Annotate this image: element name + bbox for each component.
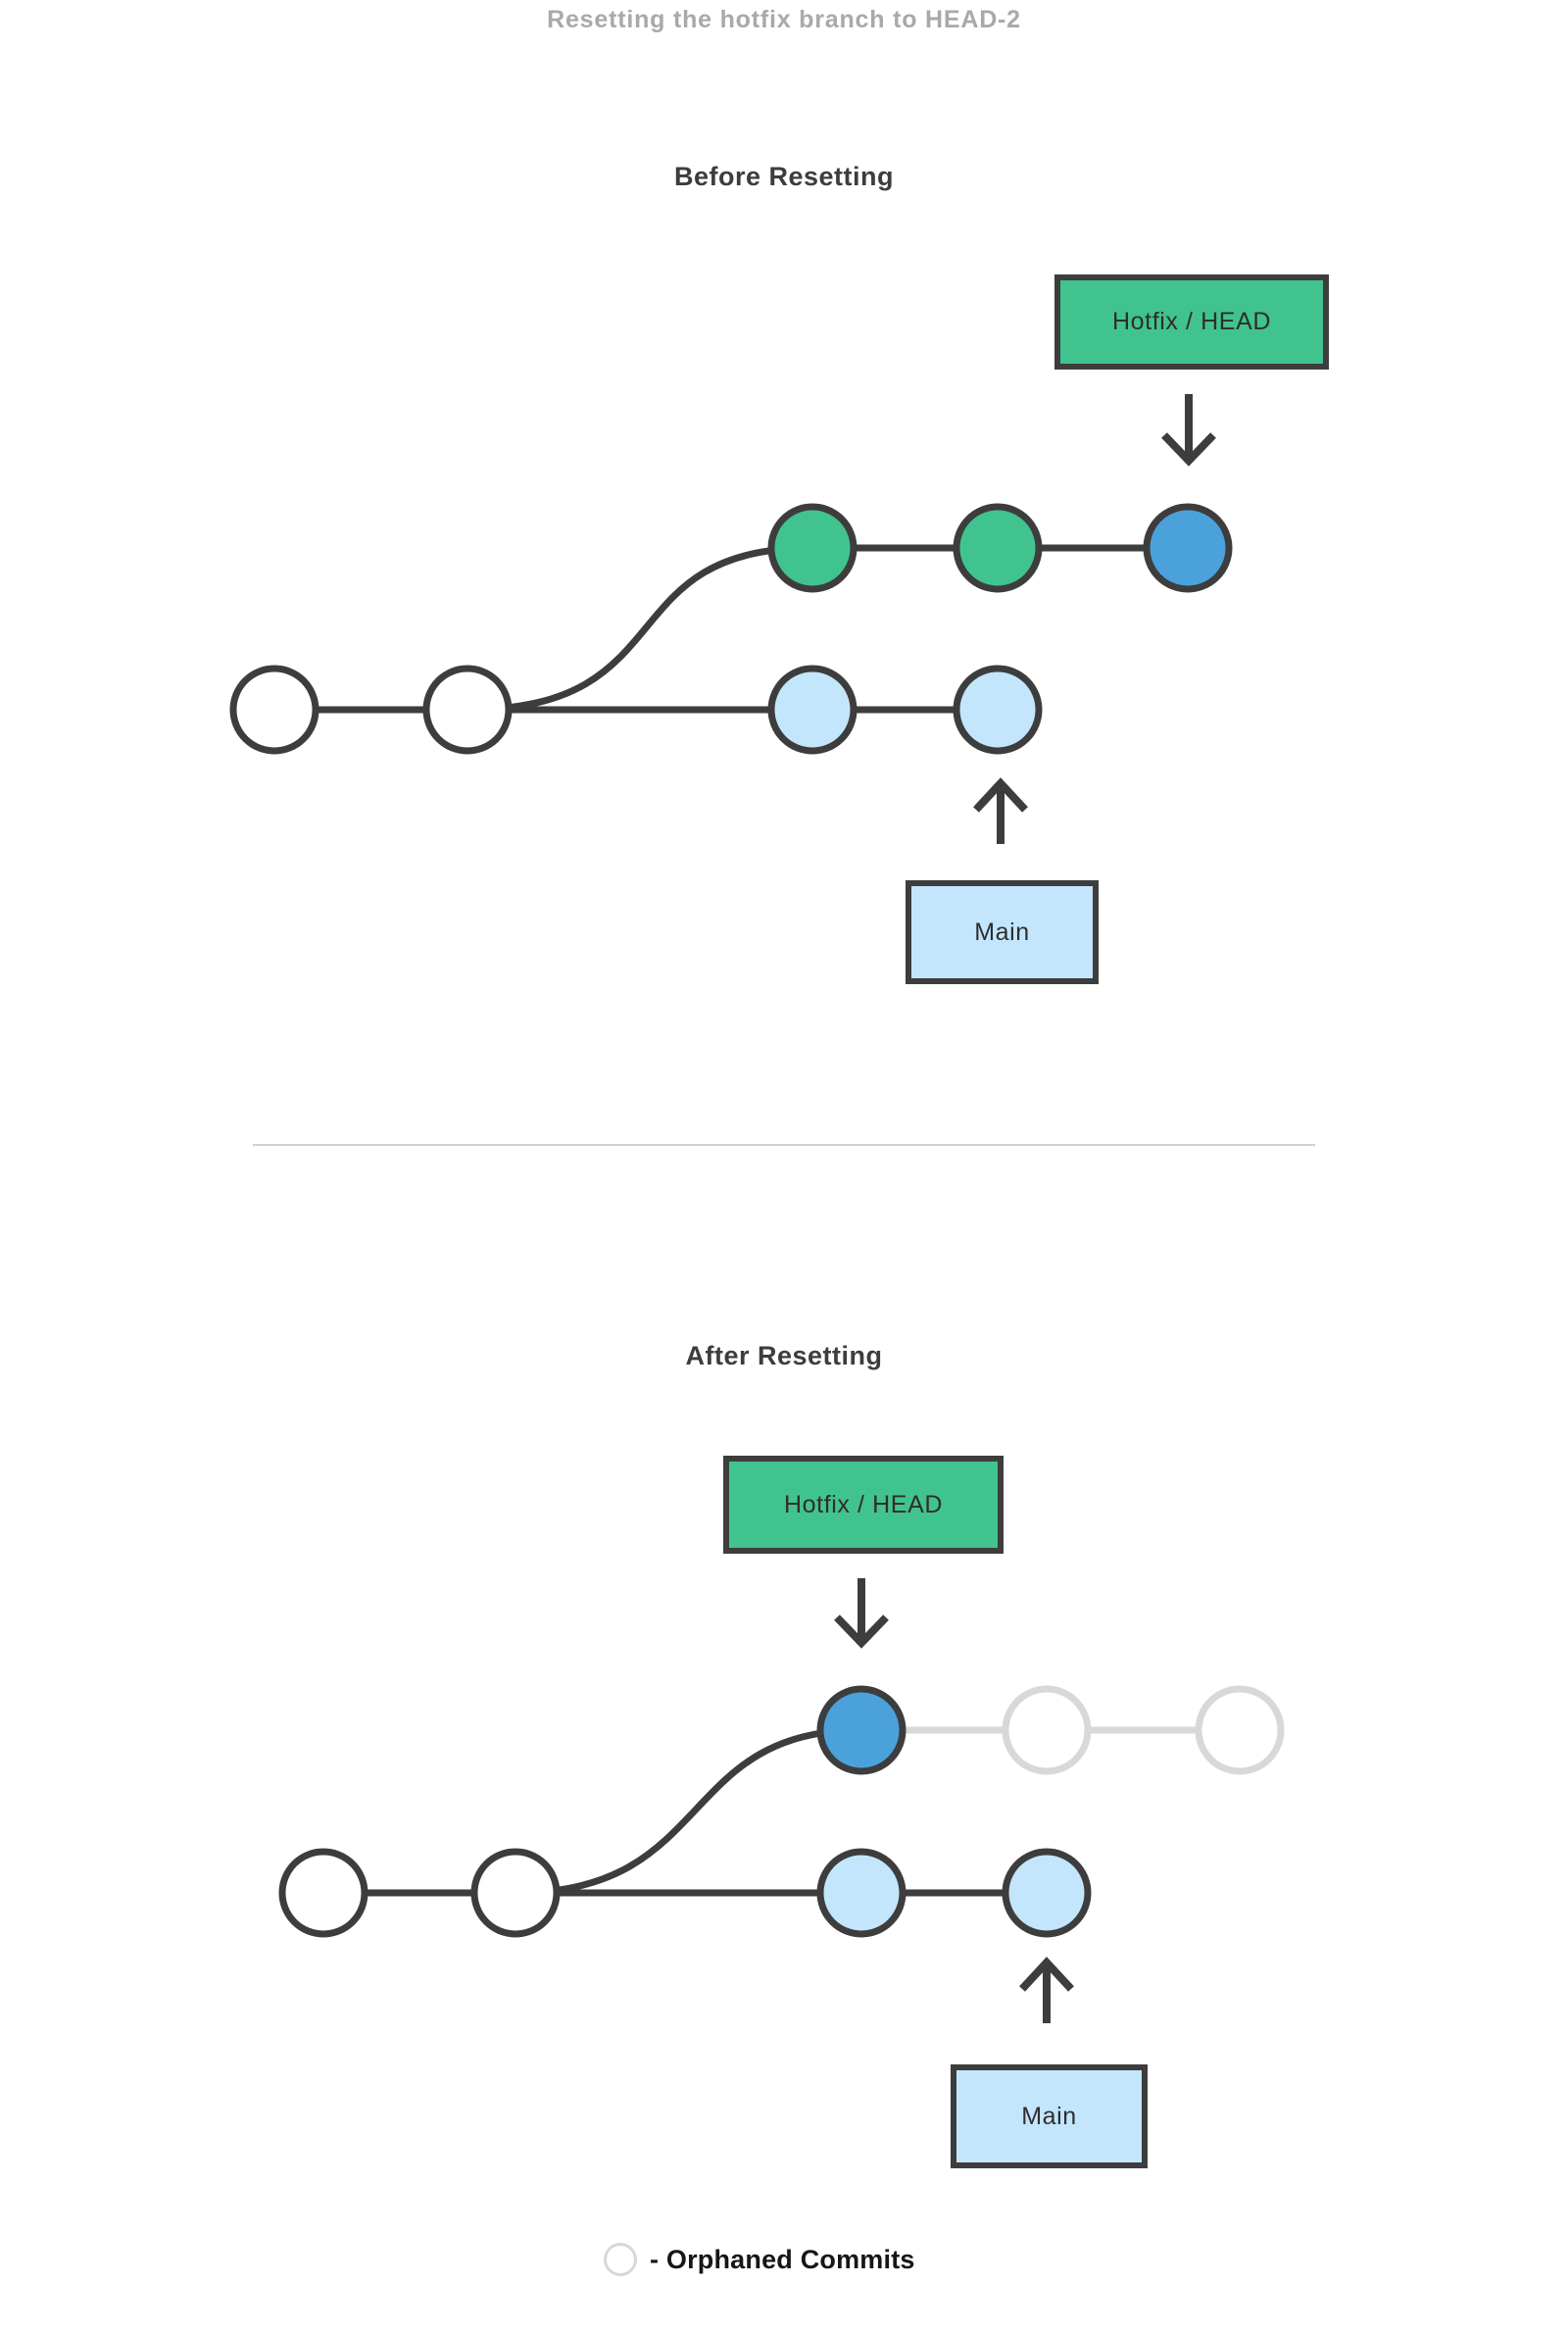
before-up-arrow-icon: [973, 777, 1028, 844]
after-orphaned-commit-2: [1195, 1685, 1285, 1775]
after-up-arrow-icon: [1019, 1957, 1074, 2023]
before-hotfix-head-label: Hotfix / HEAD: [1054, 274, 1329, 370]
after-main-label-text: Main: [1021, 2102, 1077, 2130]
after-down-arrow-icon: [834, 1578, 889, 1649]
before-commit-1: [229, 665, 319, 755]
before-main-label-text: Main: [974, 918, 1030, 946]
before-main-commit-2: [953, 665, 1043, 755]
after-orphaned-commit-1: [1002, 1685, 1092, 1775]
before-head-commit: [1143, 503, 1233, 593]
after-heading: After Resetting: [685, 1341, 883, 1370]
legend: - Orphaned Commits: [604, 2243, 915, 2276]
after-main-commit-2: [1002, 1848, 1092, 1938]
after-main-label: Main: [951, 2064, 1148, 2168]
before-branch-curve: [466, 544, 813, 714]
legend-label: - Orphaned Commits: [650, 2244, 915, 2274]
after-main-commit-1: [816, 1848, 906, 1938]
after-commit-2: [470, 1848, 561, 1938]
orphaned-commit-icon: [604, 2243, 637, 2276]
after-branch-curve: [514, 1726, 862, 1897]
before-hotfix-commit-1: [767, 503, 858, 593]
before-main-label: Main: [906, 880, 1099, 984]
after-commit-1: [278, 1848, 368, 1938]
diagram-title: Resetting the hotfix branch to HEAD-2: [547, 6, 1021, 33]
before-down-arrow-icon: [1161, 394, 1216, 467]
before-commit-2: [422, 665, 513, 755]
before-hotfix-commit-2: [953, 503, 1043, 593]
before-main-commit-1: [767, 665, 858, 755]
after-hotfix-head-label-text: Hotfix / HEAD: [784, 1490, 943, 1518]
before-hotfix-head-label-text: Hotfix / HEAD: [1112, 308, 1271, 335]
before-heading: Before Resetting: [673, 162, 895, 191]
after-hotfix-head-label: Hotfix / HEAD: [723, 1456, 1004, 1554]
after-head-commit: [816, 1685, 906, 1775]
